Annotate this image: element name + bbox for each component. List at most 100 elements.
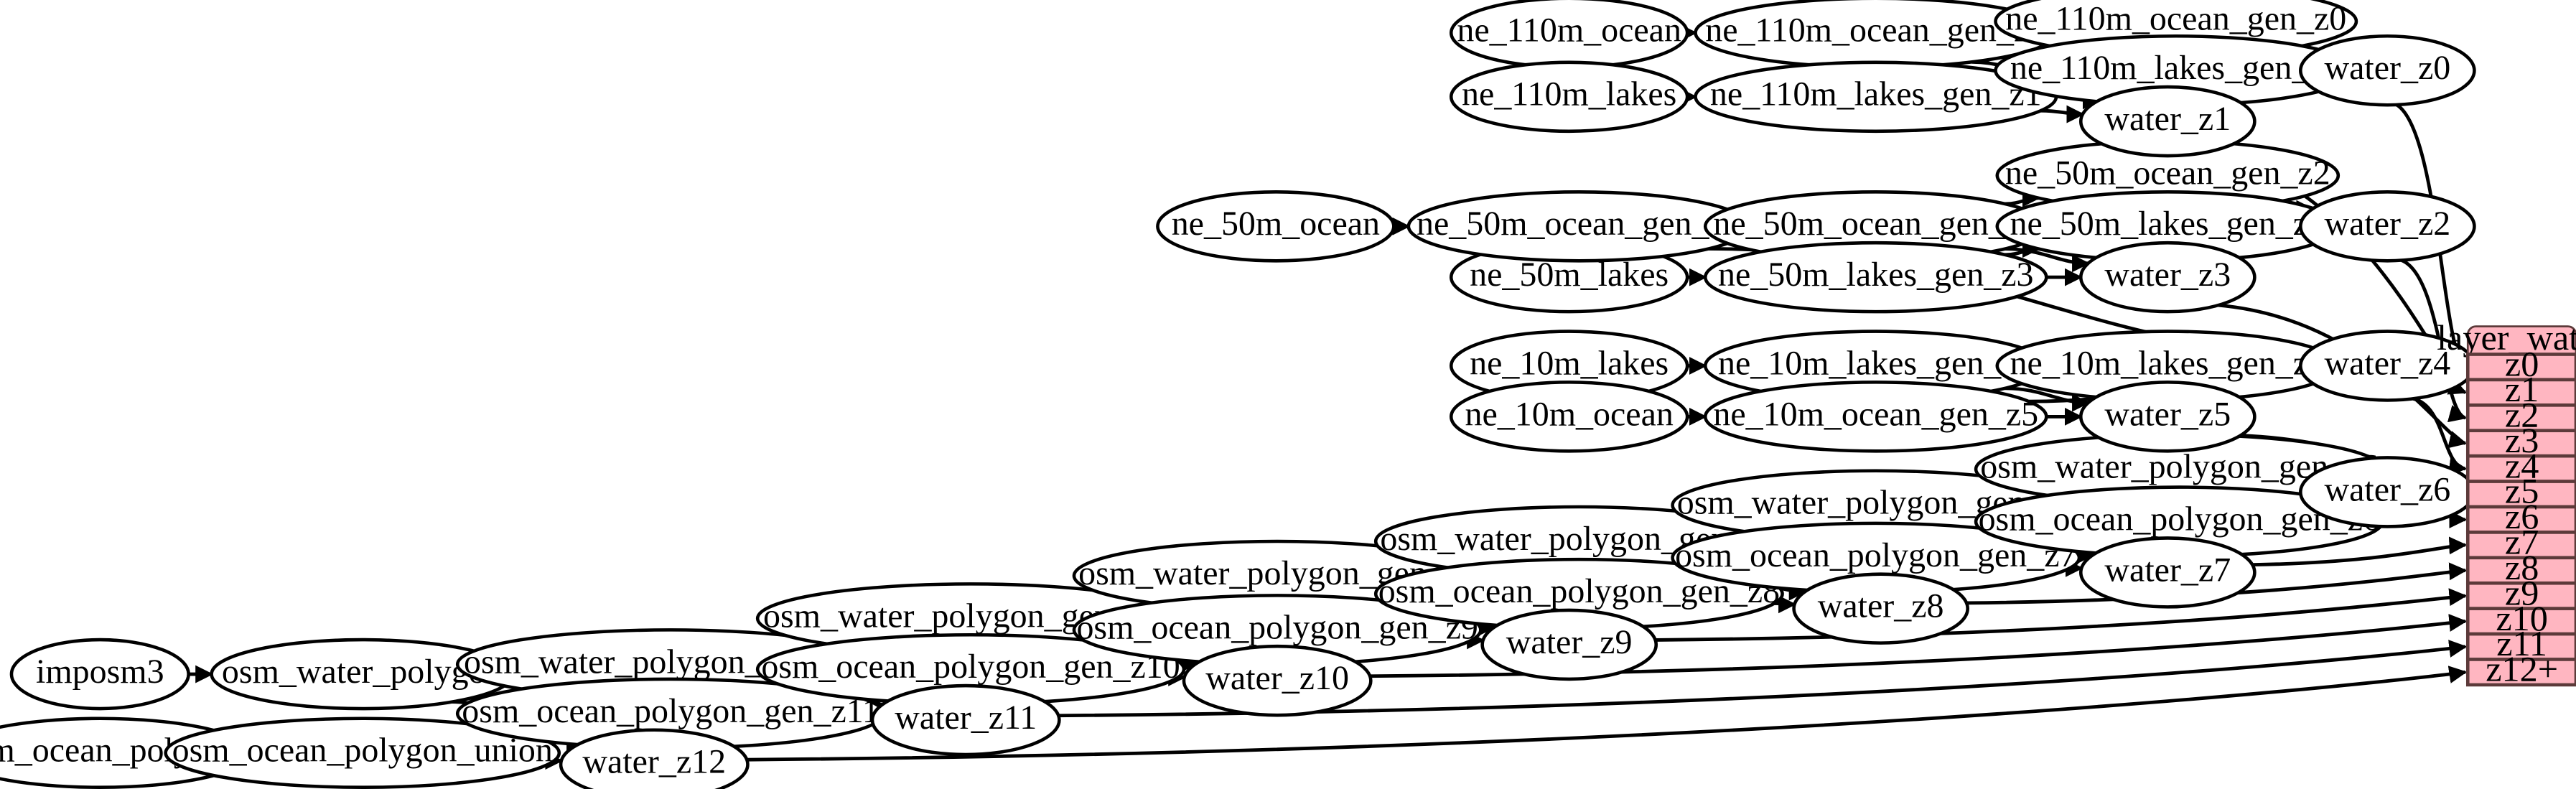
- node-label: ne_110m_lakes: [1462, 75, 1676, 113]
- node-label: water_z11: [895, 699, 1037, 737]
- node-label: ne_110m_ocean: [1457, 11, 1681, 50]
- node-water_z0[interactable]: water_z0: [2299, 34, 2476, 107]
- node-ne_110m_lakes[interactable]: ne_110m_lakes: [1449, 60, 1689, 134]
- edge-ne_10m_lakes_gen_z5-to-water_z5: [2005, 386, 2090, 412]
- layer-water-row-z6[interactable]: [2465, 505, 2576, 534]
- edge-ne_50m_ocean_gen_z3-to-water_z3: [2005, 247, 2090, 273]
- node-label: ne_50m_ocean_gen_z4: [1417, 205, 1742, 243]
- node-label: water_z3: [2104, 256, 2231, 294]
- node-ne_50m_ocean_gen_z3[interactable]: ne_50m_ocean_gen_z3: [1703, 190, 2048, 263]
- layer-water-row-label: z0: [2505, 344, 2539, 384]
- node-label: osm_ocean_polygon_gen_z10: [761, 648, 1180, 686]
- layer-water-row-label: z3: [2505, 420, 2539, 460]
- node-label: ne_10m_ocean: [1465, 395, 1674, 433]
- node-osm_ocean_polygon_gen_z10[interactable]: osm_ocean_polygon_gen_z10: [755, 632, 1186, 706]
- layer-water-row-label: z5: [2505, 471, 2539, 511]
- node-water_z2[interactable]: water_z2: [2299, 190, 2476, 263]
- node-water_z3[interactable]: water_z3: [2078, 241, 2257, 314]
- node-label: water_z10: [1205, 659, 1349, 697]
- edge-water_z12-to-layer_water-z12+: [747, 666, 2468, 762]
- node-imposm3[interactable]: imposm3: [9, 638, 190, 711]
- node-water_z1[interactable]: water_z1: [2078, 85, 2257, 158]
- node-shape: [2299, 190, 2476, 263]
- node-shape: [1480, 608, 1658, 681]
- node-water_z10[interactable]: water_z10: [1182, 644, 1373, 717]
- layer-water-row-label: z2: [2505, 394, 2539, 434]
- node-layer: imposm3osm_water_polygonosm_ocean_polygo…: [0, 0, 2476, 789]
- layer-water-row-z1[interactable]: [2465, 378, 2576, 407]
- layer-water-row-label: z4: [2505, 445, 2539, 485]
- layer-water-row-label: z12+: [2486, 649, 2558, 689]
- node-ne_110m_ocean_gen_z1[interactable]: ne_110m_ocean_gen_z1: [1694, 0, 2058, 69]
- node-label: ne_50m_lakes_gen_z2: [2010, 205, 2326, 243]
- layer-water-row-z11[interactable]: [2465, 632, 2576, 661]
- node-shape: [1703, 241, 2048, 314]
- layer-water-row-label: z7: [2505, 522, 2539, 562]
- node-label: water_z0: [2324, 49, 2450, 87]
- layer-water-row-z3[interactable]: [2465, 429, 2576, 458]
- layer-water-row-z4[interactable]: [2465, 454, 2576, 483]
- node-shape: [2078, 381, 2257, 453]
- node-label: water_z9: [1506, 623, 1633, 661]
- node-shape: [1703, 381, 2048, 453]
- node-label: ne_10m_ocean_gen_z5: [1713, 395, 2038, 433]
- layer-water-row-z8[interactable]: [2465, 556, 2576, 585]
- node-ne_50m_lakes_gen_z3[interactable]: ne_50m_lakes_gen_z3: [1703, 241, 2048, 314]
- node-label: imposm3: [36, 653, 164, 691]
- node-shape: [2078, 536, 2257, 609]
- node-ne_10m_ocean[interactable]: ne_10m_ocean: [1449, 381, 1689, 453]
- layer-water-row-z12+[interactable]: [2465, 658, 2576, 687]
- edge-ne_50m_ocean_gen_z3-to-ne_50m_ocean_gen_z2: [2005, 189, 2040, 207]
- node-osm_ocean_polygon_gen_z6[interactable]: osm_ocean_polygon_gen_z6: [1974, 485, 2384, 558]
- node-water_z9[interactable]: water_z9: [1480, 608, 1658, 681]
- node-label: ne_50m_lakes_gen_z3: [1718, 256, 2034, 294]
- edge-water_z8-to-layer_water-z8: [1966, 562, 2468, 605]
- node-label: ne_110m_ocean_gen_z0: [2005, 0, 2346, 38]
- node-label: water_z7: [2104, 551, 2231, 589]
- node-osm_ocean_polygon_union[interactable]: osm_ocean_polygon_union: [164, 716, 561, 789]
- node-shape: [2299, 34, 2476, 107]
- node-shape: [164, 716, 561, 789]
- edge-water_z4-to-layer_water-z4: [2412, 397, 2468, 476]
- node-shape: [1156, 190, 1396, 263]
- node-ne_110m_ocean[interactable]: ne_110m_ocean: [1450, 0, 1689, 69]
- node-ne_110m_lakes_gen_z0[interactable]: ne_110m_lakes_gen_z0: [1994, 34, 2358, 107]
- node-ne_10m_lakes_gen_z5[interactable]: ne_10m_lakes_gen_z5: [1703, 330, 2048, 402]
- node-label: water_z4: [2324, 344, 2450, 382]
- node-water_z8[interactable]: water_z8: [1792, 572, 1969, 645]
- node-water_z6[interactable]: water_z6: [2299, 456, 2476, 528]
- node-osm_water_polygon[interactable]: osm_water_polygon: [210, 638, 515, 711]
- edge-ne_110m_lakes_gen_z1-to-water_z1: [2040, 105, 2085, 123]
- node-label: osm_ocean_polygon_gen_z11: [462, 692, 879, 730]
- node-shape: [1449, 60, 1689, 134]
- node-osm_ocean_polygon_gen_z9[interactable]: osm_ocean_polygon_gen_z9: [1072, 594, 1483, 666]
- node-water_z4[interactable]: water_z4: [2299, 330, 2476, 402]
- node-ne_10m_ocean_gen_z5[interactable]: ne_10m_ocean_gen_z5: [1703, 381, 2048, 453]
- layer-water-row-label: z10: [2496, 598, 2548, 638]
- node-ne_110m_lakes_gen_z1[interactable]: ne_110m_lakes_gen_z1: [1694, 60, 2058, 134]
- node-ne_50m_ocean[interactable]: ne_50m_ocean: [1156, 190, 1396, 263]
- node-shape: [2078, 85, 2257, 158]
- node-label: ne_110m_lakes_gen_z0: [2010, 49, 2342, 87]
- node-ne_50m_ocean_gen_z4[interactable]: ne_50m_ocean_gen_z4: [1406, 190, 1752, 263]
- node-water_z5[interactable]: water_z5: [2078, 381, 2257, 453]
- node-shape: [1449, 381, 1689, 453]
- node-label: water_z5: [2104, 395, 2231, 433]
- node-label: ne_50m_ocean_gen_z3: [1713, 205, 2038, 243]
- node-osm_ocean_polygon_gen_z7[interactable]: osm_ocean_polygon_gen_z7: [1671, 521, 2081, 594]
- layer-water-row-label: z1: [2505, 369, 2539, 409]
- layer-water-row-z5[interactable]: [2465, 480, 2576, 509]
- node-shape: [9, 638, 190, 711]
- node-label: ne_110m_lakes_gen_z1: [1710, 75, 2042, 113]
- node-label: water_z8: [1818, 587, 1944, 625]
- layer-water-row-label: z8: [2505, 547, 2539, 587]
- node-water_z11[interactable]: water_z11: [870, 683, 1061, 757]
- node-shape: [1182, 644, 1373, 717]
- node-osm_water_polygon_gen_z6[interactable]: osm_water_polygon_gen_z6: [1974, 433, 2384, 505]
- layer-water-row-label: z9: [2505, 572, 2539, 612]
- node-water_z7[interactable]: water_z7: [2078, 536, 2257, 609]
- node-water_z12[interactable]: water_z12: [559, 728, 750, 789]
- node-ne_50m_ocean_gen_z2[interactable]: ne_50m_ocean_gen_z2: [1995, 139, 2341, 212]
